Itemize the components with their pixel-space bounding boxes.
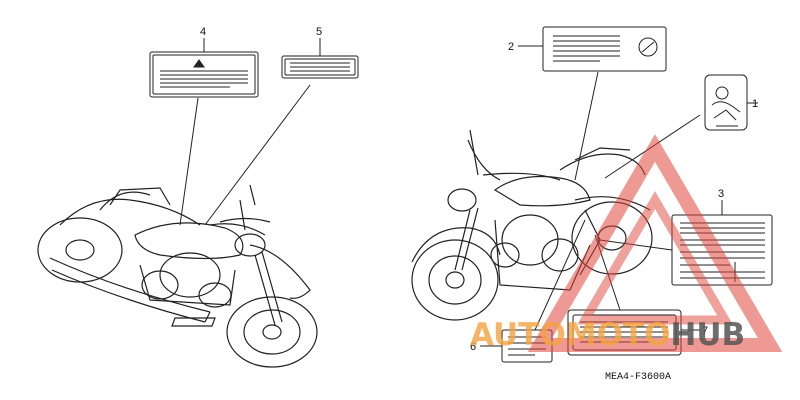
callout-5: 5 bbox=[316, 26, 322, 38]
watermark-text-hub: HUB bbox=[670, 317, 745, 353]
callout-2: 2 bbox=[508, 41, 514, 53]
motorcycle-right-illustration bbox=[411, 129, 653, 321]
drawing-code: MEA4-F3600A bbox=[605, 372, 671, 383]
callout-6: 6 bbox=[470, 341, 476, 353]
label-plate-5 bbox=[281, 55, 359, 79]
watermark-text: AUTOMOTOHUB bbox=[470, 317, 745, 353]
label-plate-4 bbox=[149, 51, 259, 98]
callout-4: 4 bbox=[200, 26, 206, 38]
watermark-triangle-inner bbox=[577, 191, 733, 325]
automotohub-watermark: AUTOMOTOHUB bbox=[470, 134, 783, 353]
watermark-text-moto: MOTO bbox=[566, 317, 671, 353]
watermark-text-auto: AUTO bbox=[470, 317, 566, 353]
watermark-triangle-outer bbox=[527, 134, 783, 352]
callout-3: 3 bbox=[718, 188, 724, 200]
callout-1: 1 bbox=[752, 98, 758, 110]
callout-7: 7 bbox=[702, 325, 708, 337]
label-plate-2 bbox=[542, 26, 667, 72]
motorcycle-left-illustration bbox=[37, 184, 318, 368]
label-tag-1 bbox=[704, 74, 748, 131]
